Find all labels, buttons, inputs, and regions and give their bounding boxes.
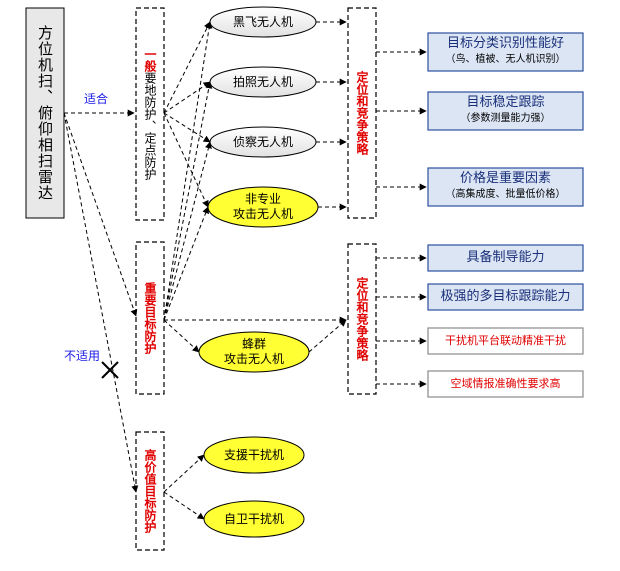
connectors xyxy=(63,18,427,520)
req-box-4 xyxy=(427,244,584,272)
category-high-value: 高价值目标防护 xyxy=(136,432,164,550)
target-support-jam-label: 支援干扰机 xyxy=(223,448,284,462)
target-non-pro-line2: 攻击无人机 xyxy=(232,207,293,221)
category-general-box xyxy=(135,7,165,221)
req-1-sub: （鸟、植被、无人机识别） xyxy=(445,54,566,65)
target-swarm-label: 蜂群 攻击无人机 xyxy=(199,337,309,367)
target-swarm-line1: 蜂群 xyxy=(241,337,266,351)
req-box-5 xyxy=(427,283,584,311)
req-2-sub: （参数测量能力强） xyxy=(460,113,551,124)
category-general-rest: 要地防护、定点防护 xyxy=(143,72,157,180)
req-3-title: 价格是重要因素 xyxy=(459,171,551,186)
category-general-bold: 一般 xyxy=(143,48,157,72)
req-6-title: 干扰机平台联动精准干扰 xyxy=(445,334,566,347)
strategy-lower-box xyxy=(347,243,377,395)
unsuitable-x-mark xyxy=(101,361,119,379)
category-important-label: 重要目标防护 xyxy=(143,282,157,354)
category-important-box xyxy=(135,241,165,395)
req-4-title: 具备制导能力 xyxy=(466,250,545,265)
target-swarm-line2: 攻击无人机 xyxy=(223,352,284,366)
strategy-upper-label: 定位和竞争策略 xyxy=(355,71,369,155)
target-recon-label: 侦察无人机 xyxy=(232,135,293,149)
category-general: 一般要地防护、定点防护 xyxy=(136,8,164,220)
req-1: 目标分类识别性能好 （鸟、植被、无人机识别） xyxy=(428,35,583,67)
strategy-lower: 定位和竞争策略 xyxy=(348,244,376,394)
req-7-title: 空域情报准确性要求高 xyxy=(450,377,561,390)
target-photo-label: 拍照无人机 xyxy=(232,75,293,89)
target-non-pro-line1: 非专业 xyxy=(244,192,281,206)
category-high-value-bold: 高价值目标防护 xyxy=(143,449,157,533)
target-self-defense-jam-label: 自卫干扰机 xyxy=(223,512,284,526)
strategy-upper-box xyxy=(347,7,377,219)
req-box-3 xyxy=(427,167,584,207)
radar-box xyxy=(25,7,65,219)
category-high-value-label: 高价值目标防护 xyxy=(143,449,157,533)
target-non-pro-label: 非专业 攻击无人机 xyxy=(208,192,318,222)
edge-label-unsuitable: 不适用 xyxy=(64,349,101,363)
req-box-6 xyxy=(427,327,584,355)
req-1-title: 目标分类识别性能好 xyxy=(446,36,564,51)
radar-label: 方位机扫、俯仰相扫雷达 xyxy=(36,25,54,201)
category-high-value-box xyxy=(135,431,165,551)
req-2: 目标稳定跟踪 （参数测量能力强） xyxy=(428,94,583,126)
strategy-upper: 定位和竞争策略 xyxy=(348,8,376,218)
target-black-fly-label: 黑飞无人机 xyxy=(232,15,293,29)
req-2-title: 目标稳定跟踪 xyxy=(466,95,545,110)
req-5-title: 极强的多目标跟踪能力 xyxy=(440,289,571,304)
req-box-2 xyxy=(427,91,584,131)
req-box-7 xyxy=(427,370,584,398)
radar-node: 方位机扫、俯仰相扫雷达 xyxy=(26,8,64,218)
category-important: 重要目标防护 xyxy=(136,242,164,394)
req-3: 价格是重要因素 （高集成度、批量低价格） xyxy=(428,170,583,202)
strategy-lower-label: 定位和竞争策略 xyxy=(355,277,369,361)
req-3-sub: （高集成度、批量低价格） xyxy=(445,189,566,200)
category-general-label: 一般要地防护、定点防护 xyxy=(143,48,157,180)
category-important-bold: 重要目标防护 xyxy=(143,282,157,354)
edge-label-suitable: 适合 xyxy=(84,92,109,106)
req-box-1 xyxy=(427,32,584,72)
